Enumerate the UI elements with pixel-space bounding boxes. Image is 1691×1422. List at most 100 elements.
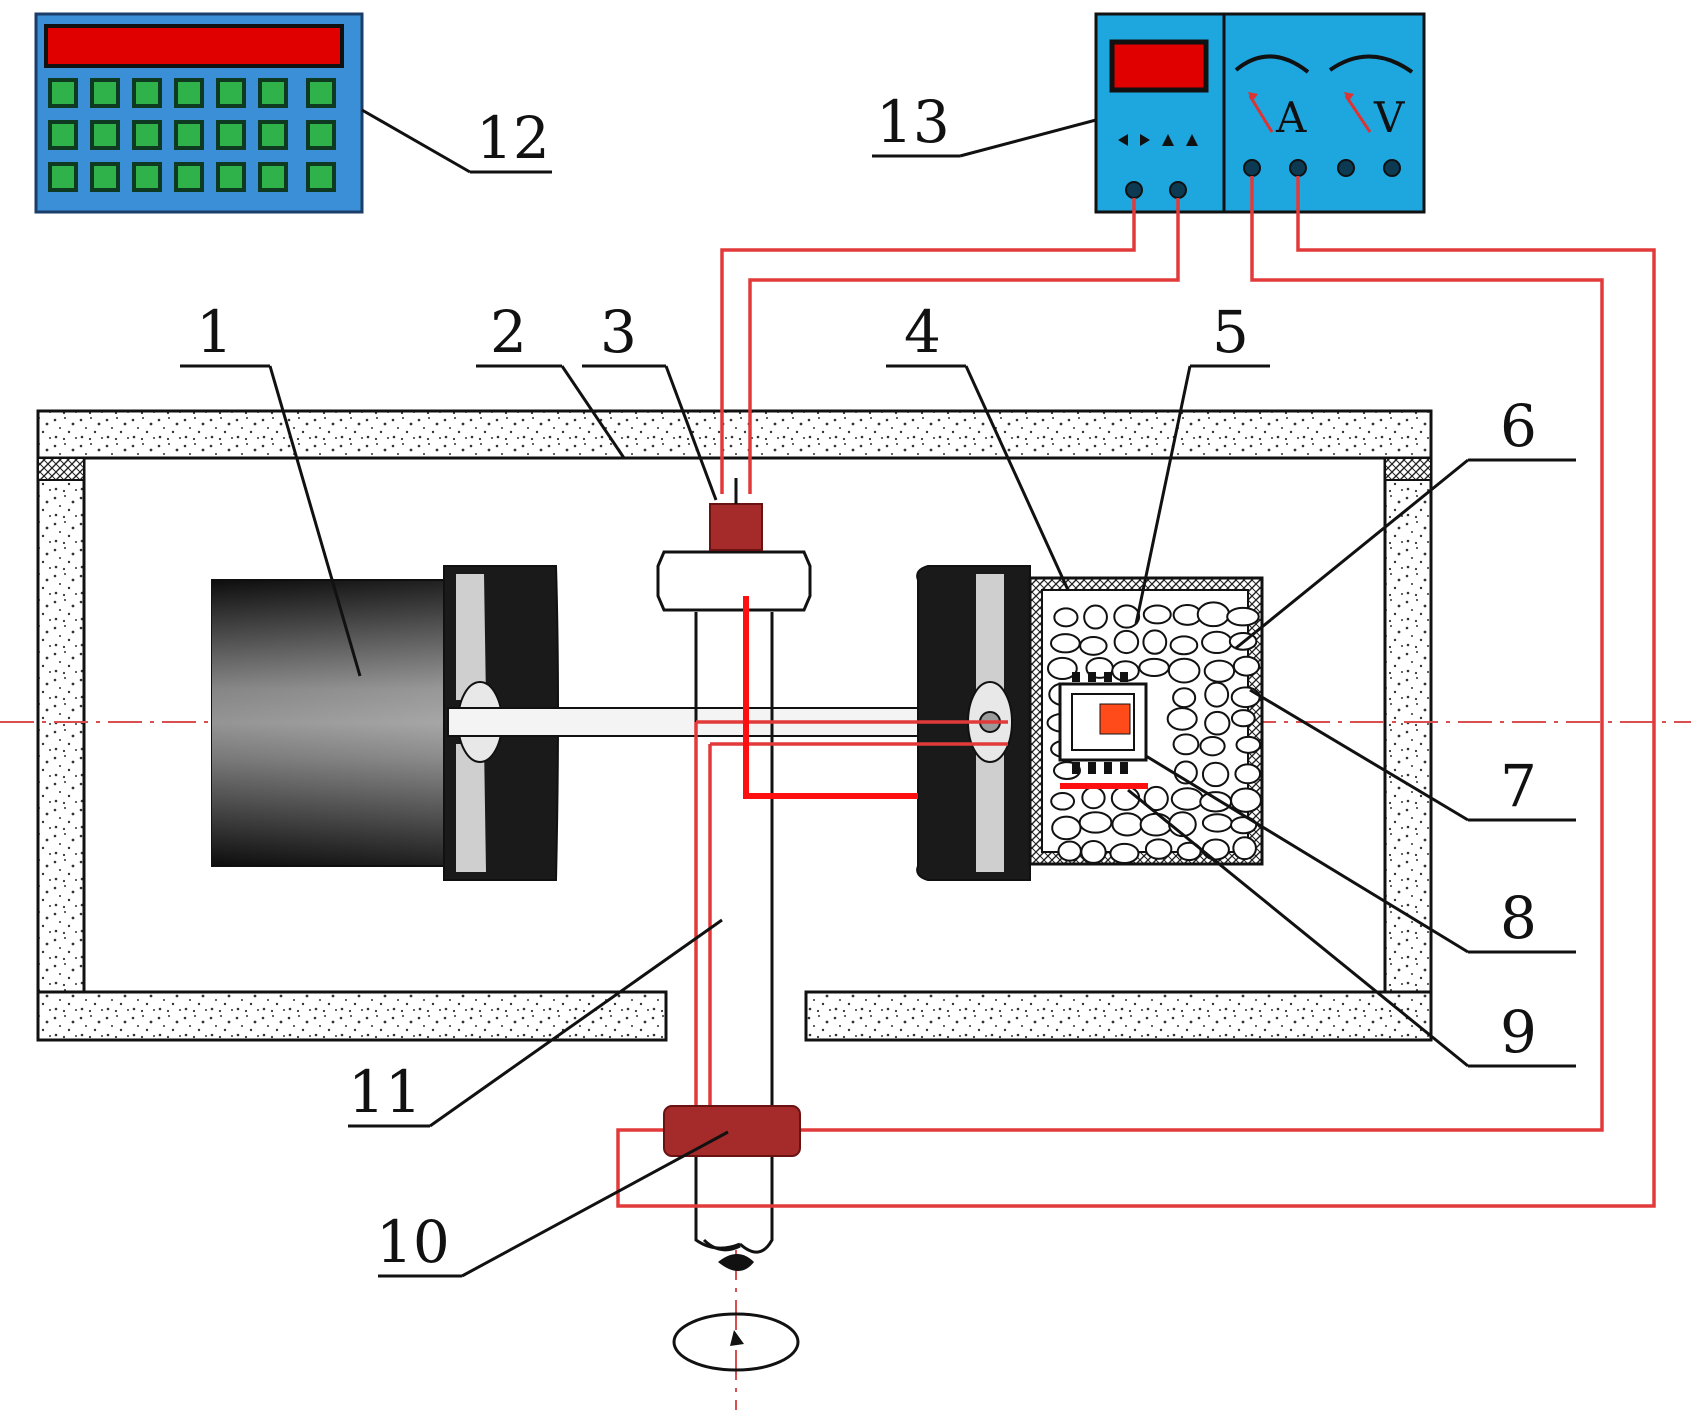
voltmeter-label: V: [1373, 93, 1405, 142]
callout-12: 12: [476, 104, 550, 172]
pebble: [1113, 604, 1141, 629]
callout-1: 1: [196, 298, 233, 366]
callout-13: 13: [876, 88, 950, 156]
keypad-key: [174, 78, 204, 108]
pebble: [1142, 604, 1172, 625]
pebble: [1204, 681, 1230, 708]
pebble: [1046, 656, 1078, 681]
keypad-key: [132, 162, 162, 192]
pebble: [1139, 812, 1173, 837]
pebble: [1050, 792, 1076, 811]
pebble: [1176, 841, 1202, 862]
keypad-key: [132, 120, 162, 150]
keypad-key: [90, 120, 120, 150]
pebble: [1111, 812, 1143, 837]
pebble: [1110, 785, 1141, 811]
temperature-sensor: [709, 503, 763, 551]
pebble: [1167, 657, 1201, 684]
pebble: [1109, 842, 1140, 865]
callout-3: 3: [600, 298, 637, 366]
pebble: [1201, 630, 1233, 655]
voltmeter-needle-icon: [1344, 92, 1372, 133]
ammeter: A: [1234, 54, 1310, 142]
callout-7: 7: [1500, 752, 1537, 820]
pebble: [1051, 815, 1082, 841]
pebble: [1232, 655, 1261, 677]
keypad-key: [174, 120, 204, 150]
pebble: [1204, 710, 1231, 736]
pebble: [1166, 707, 1198, 731]
pebble: [1170, 787, 1204, 811]
pebble: [1169, 635, 1199, 656]
keypad-key: [48, 120, 78, 150]
pebble: [1080, 839, 1107, 864]
pebble: [1201, 761, 1230, 788]
callout-labels: 1 2 3 4 5 6 7 8 9 10 11 12 13: [196, 88, 1537, 1276]
keypad-key: [306, 78, 336, 108]
ammeter-needle-icon: [1248, 92, 1274, 133]
keypad-key: [174, 162, 204, 192]
wiring: [616, 176, 1656, 1208]
pebble: [1230, 709, 1256, 728]
pebble: [1232, 836, 1257, 861]
power-supply-panel: A V: [1094, 12, 1426, 214]
slip-ring: [663, 1105, 801, 1157]
pebble: [1201, 813, 1233, 833]
keypad-key: [48, 78, 78, 108]
keypad-key: [216, 162, 246, 192]
callout-5: 5: [1212, 298, 1249, 366]
callout-10: 10: [376, 1208, 450, 1276]
callout-4: 4: [904, 298, 941, 366]
left-chuck: [211, 565, 559, 881]
pebble: [1142, 629, 1168, 655]
rotation-arrow-icon: [672, 1250, 800, 1410]
pebble: [1201, 838, 1230, 861]
keypad-controller: [34, 12, 364, 214]
voltmeter: V: [1328, 54, 1414, 142]
ammeter-label: A: [1275, 93, 1307, 142]
pebble: [1144, 838, 1173, 860]
pebble: [1203, 659, 1236, 683]
keypad-key: [48, 162, 78, 192]
keypad-key: [306, 120, 336, 150]
keypad-key: [132, 78, 162, 108]
supply-control-glyphs: [1118, 134, 1198, 146]
pebble: [1199, 735, 1226, 757]
pebble: [1230, 686, 1261, 709]
pebble: [1143, 785, 1169, 812]
pebble: [1199, 791, 1233, 813]
vertical-column: [656, 550, 812, 1254]
heated-specimen: [1099, 703, 1131, 735]
pebble: [1049, 633, 1081, 654]
keypad-key: [258, 78, 288, 108]
pebble: [1226, 606, 1260, 627]
pebble: [1083, 604, 1108, 630]
pebble: [1230, 787, 1262, 813]
keypad-key: [216, 120, 246, 150]
pebble: [1138, 657, 1170, 677]
pebble: [1172, 733, 1200, 756]
pebble: [1172, 687, 1197, 709]
keypad-keys: [48, 78, 336, 192]
callout-2: 2: [490, 298, 527, 366]
supply-display: [1109, 39, 1209, 93]
callout-8: 8: [1500, 884, 1537, 952]
keypad-key: [90, 78, 120, 108]
keypad-display: [44, 24, 344, 68]
callout-9: 9: [1500, 998, 1537, 1066]
keypad-key: [90, 162, 120, 192]
pebble: [1234, 763, 1262, 785]
pebble: [1196, 601, 1231, 628]
insulated-chamber: [36, 409, 1433, 1042]
keypad-key: [306, 162, 336, 192]
pebble: [1081, 786, 1106, 810]
pebble: [1235, 735, 1262, 754]
keypad-key: [216, 78, 246, 108]
pebble: [1079, 635, 1108, 656]
pebble: [1113, 629, 1140, 655]
keypad-key: [258, 162, 288, 192]
packed-bed-enclosure: [1028, 576, 1264, 866]
callout-11: 11: [348, 1058, 422, 1126]
callout-6: 6: [1500, 392, 1537, 460]
